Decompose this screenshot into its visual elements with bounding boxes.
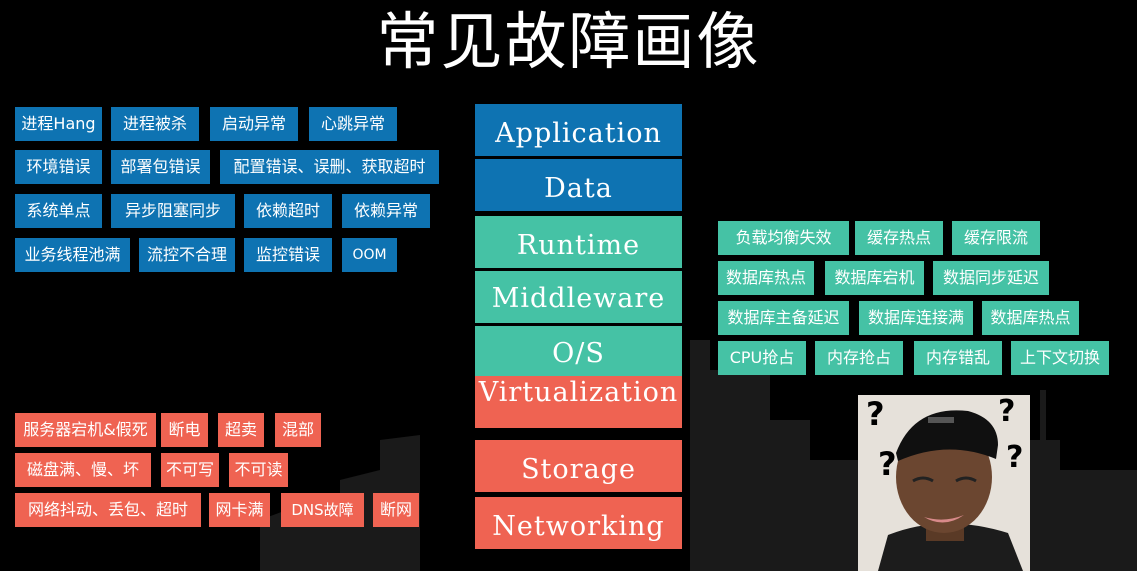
mw-tag-db-hotspot-2: 数据库热点 [982,301,1079,335]
app-tag-process-hang: 进程Hang [15,107,102,141]
question-mark-2: ? [998,395,1015,429]
app-tag-monitor-error: 监控错误 [244,238,332,272]
mw-tag-memory-corruption: 内存错乱 [914,341,1002,375]
app-tag-startup-error: 启动异常 [210,107,298,141]
app-tag-flow-control: 流控不合理 [139,238,235,272]
infra-tag-power-off: 断电 [161,413,208,447]
question-mark-4: ? [1006,440,1023,475]
infra-tag-nic-full: 网卡满 [209,493,270,527]
page-title: 常见故障画像 [376,5,761,78]
mw-tag-db-down: 数据库宕机 [825,261,924,295]
infra-tag-oversell: 超卖 [218,413,264,447]
infra-tag-not-readable: 不可读 [229,453,288,487]
mw-tag-db-hotspot: 数据库热点 [718,261,814,295]
mw-tag-memory-contention: 内存抢占 [815,341,903,375]
mw-tag-cpu-contention: CPU抢占 [718,341,806,375]
infra-tag-network-jitter: 网络抖动、丢包、超时 [15,493,201,527]
mw-tag-db-connections-full: 数据库连接满 [859,301,973,335]
app-tag-async-blocking: 异步阻塞同步 [111,194,235,228]
infra-tag-not-writable: 不可写 [161,453,219,487]
mw-tag-cache-hotspot: 缓存热点 [855,221,943,255]
app-tag-dependency-timeout: 依赖超时 [244,194,332,228]
app-tag-dependency-error: 依赖异常 [342,194,430,228]
app-tag-config-error: 配置错误、误删、获取超时 [220,150,439,184]
mw-tag-db-sync-delay: 数据同步延迟 [933,261,1049,295]
confused-face-image: ? ? ? ? [858,395,1030,571]
mw-tag-cache-throttle: 缓存限流 [952,221,1040,255]
layer-storage: Storage [475,440,682,492]
mw-tag-lb-failure: 负载均衡失效 [718,221,849,255]
mw-tag-context-switch: 上下文切换 [1011,341,1109,375]
infra-tag-network-down: 断网 [373,493,419,527]
question-mark-3: ? [878,445,897,483]
app-tag-heartbeat-error: 心跳异常 [309,107,397,141]
mw-tag-db-replica-delay: 数据库主备延迟 [718,301,849,335]
app-tag-single-point: 系统单点 [15,194,102,228]
infra-tag-colocation: 混部 [275,413,321,447]
app-tag-oom: OOM [342,238,397,272]
layer-os: O/S [475,326,682,378]
app-tag-env-error: 环境错误 [15,150,102,184]
app-tag-process-killed: 进程被杀 [111,107,199,141]
layer-virtualization: Virtualization [475,376,682,428]
layer-networking: Networking [475,497,682,549]
layer-application: Application [475,104,682,156]
confused-face-illustration: ? ? ? ? [858,395,1030,571]
layer-data: Data [475,159,682,211]
infra-tag-dns-failure: DNS故障 [281,493,364,527]
layer-middleware: Middleware [475,271,682,323]
layer-runtime: Runtime [475,216,682,268]
app-tag-threadpool-full: 业务线程池满 [15,238,130,272]
app-tag-package-error: 部署包错误 [111,150,210,184]
infra-tag-server-down: 服务器宕机&假死 [15,413,156,447]
question-mark-1: ? [866,395,885,433]
infra-tag-disk-issues: 磁盘满、慢、坏 [15,453,151,487]
